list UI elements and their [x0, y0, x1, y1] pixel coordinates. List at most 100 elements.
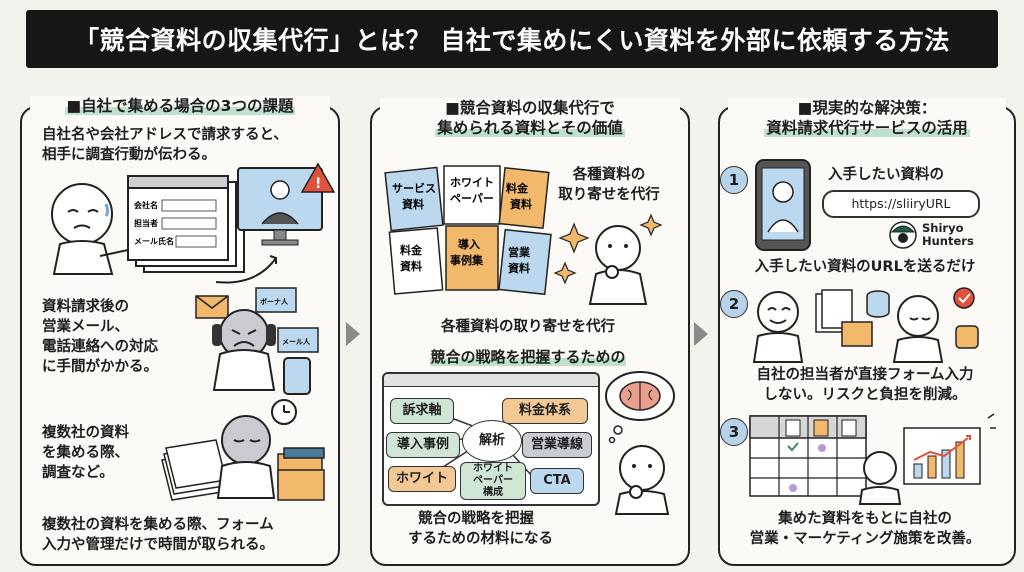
svg-text:資料: 資料 [402, 197, 424, 211]
step2-line2: しない。リスクと負担を削減。 [763, 387, 967, 403]
node-whitepaper-structure: ホワイト ペーパー 構成 [460, 462, 526, 500]
panel1-bottom-line2: 入力や管理だけで時間が取られる。 [42, 537, 274, 553]
window-titlebar [384, 374, 598, 387]
heading-text: ■自社で集める場合の3つの課題 [64, 97, 296, 115]
document-types-illustration: サービス 資料 ホワイト ペーパー 料金 資料 料金 資料 導入 事例集 営業 … [384, 165, 552, 296]
arrow-right-icon [346, 322, 360, 346]
thinking-person-illustration [553, 213, 663, 305]
step3-line2: 営業・マーケティング施策を改善。 [749, 531, 981, 547]
mail-tag-2: メール人 [282, 337, 311, 346]
worried-person-icon [51, 183, 129, 275]
heading-line1: ■競合資料の収集代行で [445, 99, 615, 117]
svg-text:営業: 営業 [508, 245, 531, 259]
form-label-company: 会社名 [134, 200, 158, 210]
thumbs-up-icon [955, 325, 979, 349]
step2-number: 2 [720, 290, 748, 318]
form-label-person: 担当者 [134, 218, 158, 228]
monitor-icon [237, 167, 323, 246]
request-form-icon: 会社名 担当者 メール氏名 [127, 175, 245, 273]
smartphone-icon [283, 357, 311, 395]
person-icon [892, 295, 944, 363]
panel-docs-heading: ■競合資料の収集代行で 集められる資料とその価値 [380, 98, 680, 138]
happy-person-icon [752, 291, 804, 363]
issue2-line3: 電話連絡への対応 [42, 339, 158, 355]
issue1-line1: 自社名や会社アドレスで請求すると、 [42, 127, 288, 143]
node-cases: 導入事例 [386, 432, 460, 458]
side-caption-line1: 各種資料の [572, 167, 646, 183]
node-pricing: 料金体系 [502, 398, 588, 424]
brain-thinker-illustration [605, 371, 675, 515]
svg-text:ホワイト: ホワイト [450, 176, 494, 189]
shiryo-hunters-logo-icon [889, 221, 917, 249]
panel2-bottom-line2: するための材料になる [408, 531, 553, 547]
node-white: ホワイト [388, 466, 456, 492]
sparkle-icon [553, 213, 663, 285]
step1-top-text: 入手したい資料の [828, 167, 944, 183]
stressed-person-icon [212, 309, 276, 391]
heading-line2: 集められる資料とその価値 [435, 119, 625, 137]
issue1-illustration: 会社名 担当者 メール氏名 ! [51, 162, 336, 284]
strategy-heading: 競合の戦略を把握するための [430, 348, 626, 366]
svg-text:資料: 資料 [510, 197, 532, 211]
mail-icon: ボーナ人 メール人 [195, 287, 319, 353]
svg-text:ペーパー: ペーパー [450, 192, 494, 205]
panel1-bottom-line1: 複数社の資料を集める際、フォーム [42, 517, 274, 533]
person-icon [588, 225, 648, 305]
pointing-person-icon [858, 451, 902, 505]
svg-text:資料: 資料 [508, 261, 530, 275]
side-caption-line2: 取り寄せを代行 [558, 187, 660, 203]
arrow-right-icon [694, 322, 708, 346]
step2-illustration [752, 287, 979, 363]
svg-text:導入: 導入 [458, 237, 480, 251]
node-sales-flow: 営業導線 [522, 432, 592, 458]
panel-solution-heading: ■現実的な解決策： 資料請求代行サービスの活用 [728, 98, 1006, 138]
document-sales: 営業 資料 [498, 228, 552, 296]
panel-challenges-heading: ■自社で集める場合の3つの課題 [30, 96, 330, 116]
issue2-line2: 営業メール、 [42, 319, 129, 335]
warning-icon: ! [300, 162, 336, 193]
issue1-line2: 相手に調査行動が伝わる。 [42, 147, 216, 163]
title-bar: 「競合資料の収集代行」とは？ 自社で集めにくい資料を外部に依頼する方法 [26, 10, 998, 68]
issue3-line2: を集める際、 [42, 445, 129, 461]
table-grid-icon [749, 415, 867, 497]
step3-illustration [749, 413, 996, 505]
brain-icon [619, 381, 661, 411]
form-label-mail: メール氏名 [134, 236, 174, 246]
panel2-caption: 各種資料の取り寄せを代行 [441, 319, 615, 335]
paper-stack-icon [161, 439, 227, 501]
svg-text:料金: 料金 [400, 243, 423, 257]
phone-illustration [755, 159, 811, 251]
node-appeal: 訴求軸 [390, 398, 454, 424]
clock-icon [271, 399, 297, 425]
heading-line1: ■現実的な解決策： [797, 99, 937, 117]
person-icon [614, 445, 670, 515]
document-whitepaper: ホワイト ペーパー [443, 165, 501, 225]
svg-text:サービス: サービス [392, 181, 436, 195]
step1-number: 1 [720, 166, 748, 194]
folder-icon [841, 321, 873, 347]
page-title: 「競合資料の収集代行」とは？ 自社で集めにくい資料を外部に依頼する方法 [74, 26, 950, 55]
shiryo-hunters-logo: Shiryo Hunters [922, 221, 974, 248]
check-circle-icon [953, 287, 975, 309]
issue2-illustration: ボーナ人 メール人 [195, 287, 319, 395]
step3-line1: 集めた資料をもとに自社の [778, 511, 952, 527]
smartphone-icon [755, 159, 811, 251]
url-box: https://sliiryURL [822, 190, 980, 218]
heading-line2: 資料請求代行サービスの活用 [764, 119, 970, 137]
node-cta: CTA [530, 468, 584, 494]
step2-line1: 自社の担当者が直接フォーム入力 [756, 367, 974, 383]
growth-chart-icon [903, 413, 996, 485]
document-pricing-bottom: 料金 資料 [388, 227, 444, 295]
document-case-studies: 導入 事例集 [445, 225, 499, 291]
svg-text:資料: 資料 [400, 259, 422, 273]
step1-caption: 入手したい資料のURLを送るだけ [754, 259, 976, 275]
svg-text:料金: 料金 [506, 181, 529, 195]
issue2-line1: 資料請求後の [42, 299, 129, 315]
issue3-line1: 複数社の資料 [42, 425, 129, 441]
step3-number: 3 [720, 418, 748, 446]
tired-person-icon [216, 415, 276, 499]
mail-tag-1: ボーナ人 [260, 297, 289, 306]
issue3-line3: 調査など。 [42, 465, 114, 481]
document-service: サービス 資料 [384, 166, 444, 232]
issue2-line4: に手間がかかる。 [42, 359, 158, 375]
